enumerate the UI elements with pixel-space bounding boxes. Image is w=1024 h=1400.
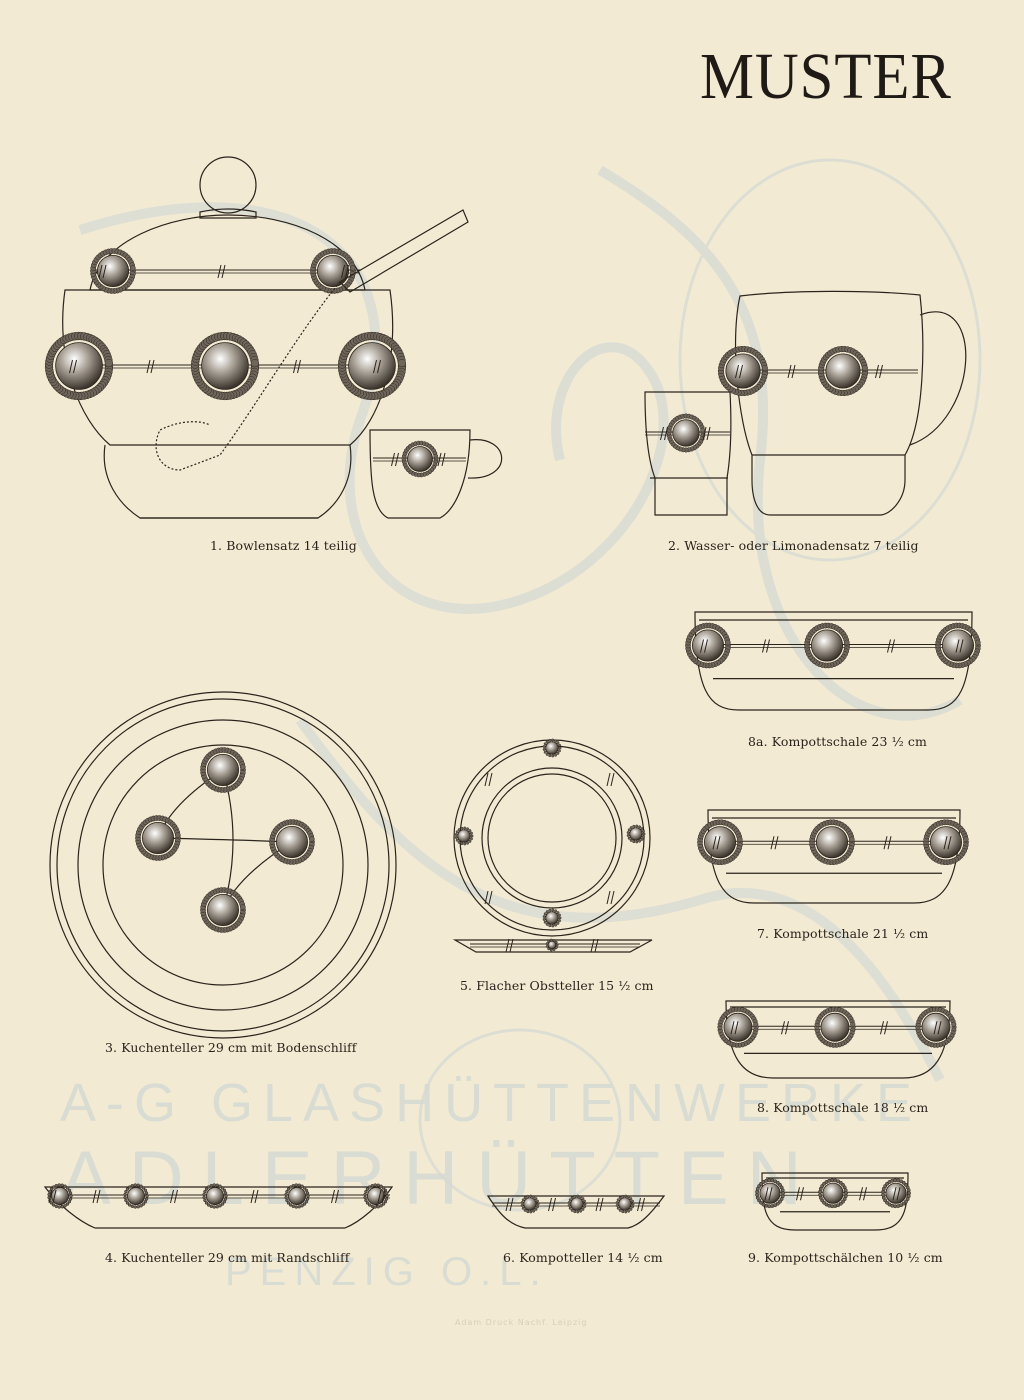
caption-kompottschaelchen: 9. Kompottschälchen 10 ½ cm (748, 1250, 943, 1265)
caption-kompottschale-8: 8. Kompottschale 18 ½ cm (757, 1100, 929, 1115)
caption-kompottschale-7: 7. Kompottschale 21 ½ cm (757, 926, 929, 941)
caption-limonadensatz: 2. Wasser- oder Limonadensatz 7 teilig (668, 538, 919, 553)
caption-bowlensatz: 1. Bowlensatz 14 teilig (210, 538, 357, 553)
printer-imprint: Adam Druck Nachf. Leipzig (455, 1318, 588, 1327)
compote-bowl-7-drawing (697, 809, 969, 904)
caption-kuchenteller-randschliff: 4. Kuchenteller 29 cm mit Randschliff (105, 1250, 350, 1265)
fruit-plate-drawing (452, 738, 653, 953)
caption-obstteller: 5. Flacher Obstteller 15 ½ cm (460, 978, 654, 993)
watermark-line-1: A-G GLASHÜTTENWERKE (60, 1073, 923, 1133)
caption-kompottschale-8a: 8a. Kompottschale 23 ½ cm (748, 734, 927, 749)
compote-plate-drawing (486, 1194, 666, 1229)
page-title: MUSTER (700, 40, 952, 113)
watermark-line-3: PENZIG O.L. (225, 1250, 549, 1294)
compote-bowl-8a-drawing (685, 611, 981, 711)
bowl-set-drawing (44, 156, 469, 519)
compote-bowl-8-drawing (717, 1000, 957, 1079)
cake-plate-bodenschliff-drawing (49, 691, 397, 1039)
caption-kompotteller: 6. Kompotteller 14 ½ cm (503, 1250, 663, 1265)
compote-small-bowl-9-drawing (755, 1172, 911, 1231)
watermark-line-2: ADLERHÜTTEN (60, 1136, 820, 1221)
punch-cup-drawing (369, 429, 503, 519)
cake-plate-randschliff-drawing (43, 1183, 394, 1229)
caption-kuchenteller-bodenschliff: 3. Kuchenteller 29 cm mit Bodenschliff (105, 1040, 357, 1055)
pitcher-set-drawing (644, 290, 967, 516)
